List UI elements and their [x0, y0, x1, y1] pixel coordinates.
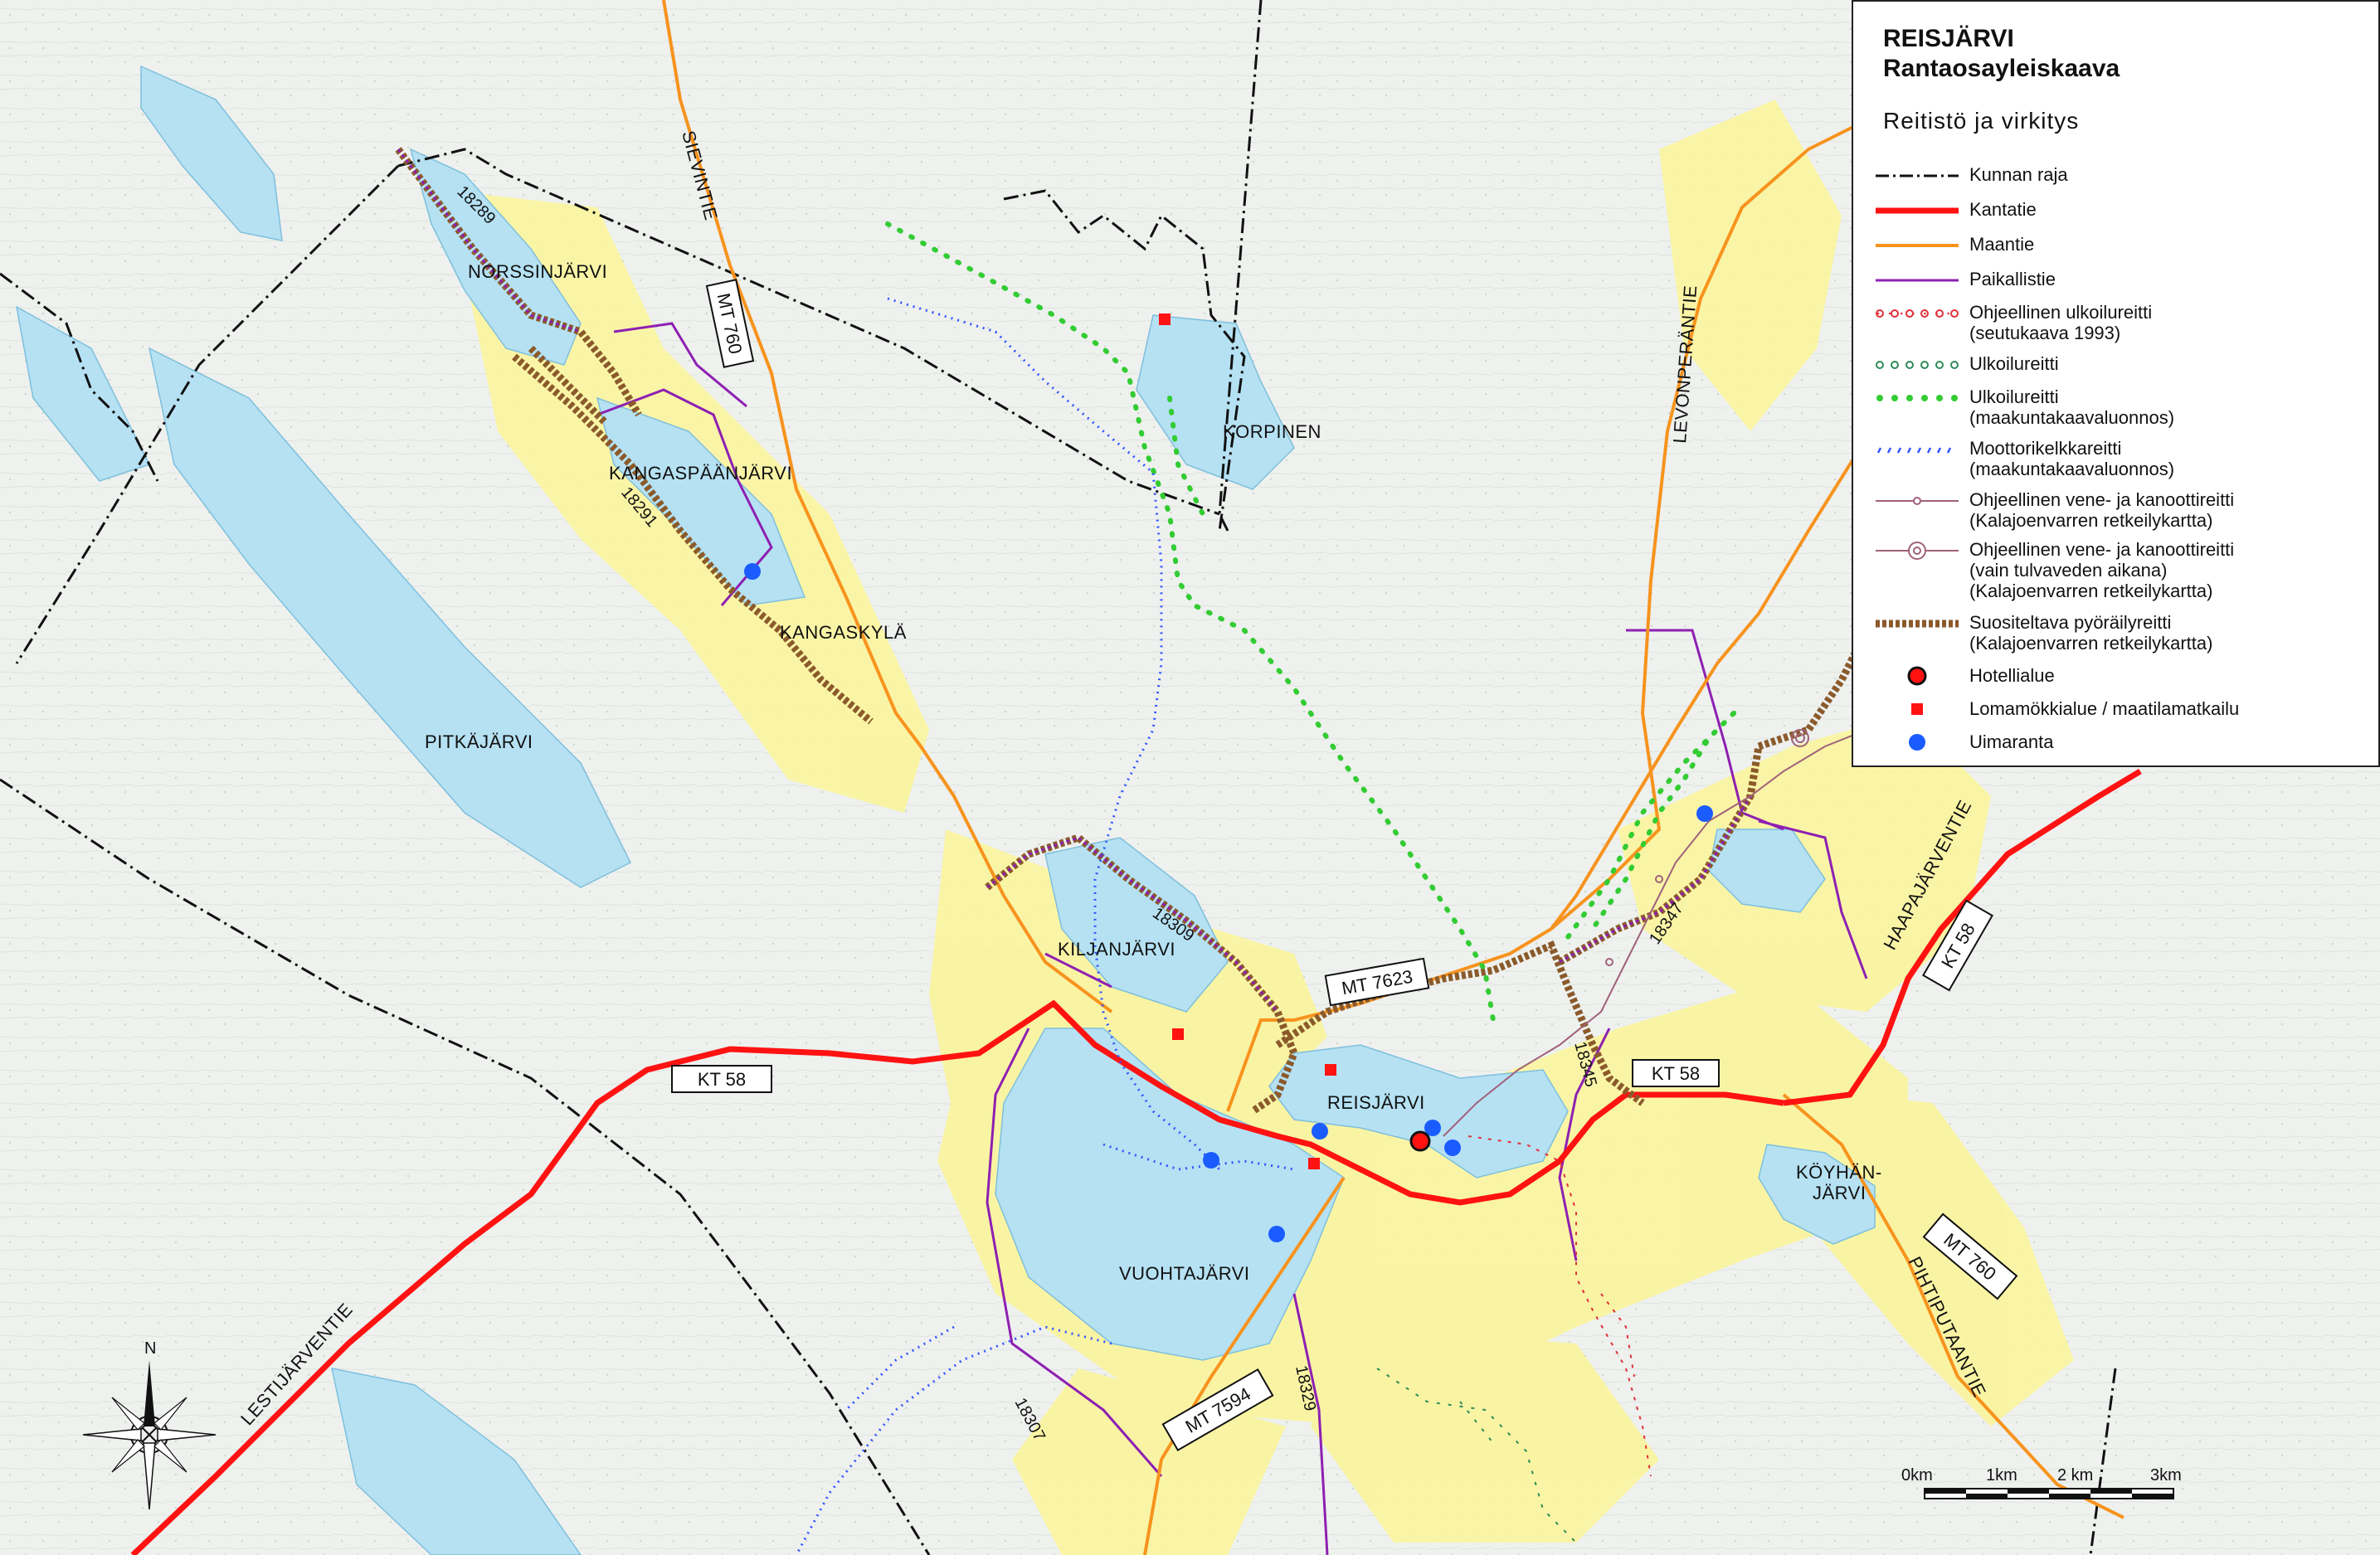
lake-norssinjarvi: [409, 148, 582, 366]
holiday-cottage-marker: [1172, 1028, 1184, 1040]
scale-label: 2 km: [2057, 1466, 2093, 1485]
lake-west: [15, 305, 151, 482]
beach-markers: [744, 563, 1713, 1242]
municipal-border: [0, 0, 2117, 1555]
beach-marker: [1424, 1120, 1441, 1136]
main-roads: [130, 768, 2142, 1555]
green-dot-route-icon: [1876, 395, 1958, 401]
lake-korpinen: [1136, 314, 1295, 490]
holiday-cottage-icon: [1911, 703, 1923, 715]
green-circle-routes: [1376, 1368, 1577, 1543]
green-circle-route-icon: [1876, 361, 1959, 369]
place-label: NORSSINJÄRVI: [468, 261, 607, 282]
canoe-route-icon: [1876, 497, 1959, 505]
place-label: PITKÄJÄRVI: [425, 731, 533, 752]
local-road-icon: [1876, 279, 1959, 282]
lake-kangaspaanjarvi: [596, 396, 806, 606]
flood-canoe-route-icon: [1876, 542, 1959, 560]
road-shield: MT 7623: [1324, 957, 1430, 1007]
hotel-markers: [1409, 1130, 1431, 1152]
regional-road-icon: [1876, 244, 1959, 247]
road-shield: MT 760: [705, 279, 755, 368]
beach-marker: [1312, 1123, 1328, 1140]
beach-marker: [1268, 1226, 1285, 1242]
municipal-border-icon: [1876, 174, 1959, 177]
place-label: JÄRVI: [1813, 1183, 1866, 1203]
snowmobile-route-icon: [1876, 447, 1952, 454]
green-outdoor-routes: [885, 221, 1736, 1023]
scale-label: 1km: [1986, 1466, 2017, 1485]
road-shield: KT 58: [671, 1065, 772, 1093]
hotel-area-icon: [1907, 666, 1927, 686]
lake-nw: [140, 65, 283, 241]
legend-title-line2: Rantaosayleiskaava: [1883, 55, 2120, 82]
beach-icon: [1909, 734, 1925, 751]
place-label: KILJANJÄRVI: [1058, 939, 1175, 960]
main-road-icon: [1876, 207, 1959, 214]
lake-reisjarvi: [1268, 1044, 1569, 1178]
local-road-overlay: [397, 148, 1752, 1013]
red-circle-routes: [1467, 1135, 1652, 1477]
place-label: KANGASKYLÄ: [780, 622, 907, 643]
local-roads: [596, 322, 1868, 1555]
road-shield: KT 58: [1632, 1059, 1720, 1087]
canoe-routes: [1443, 729, 1908, 1137]
place-label: KORPINEN: [1223, 421, 1321, 442]
holiday-cottage-marker: [1159, 313, 1171, 325]
scale-bar: 0km 1km 2 km 3km: [1901, 1466, 2182, 1499]
scale-label: 3km: [2150, 1466, 2182, 1485]
place-label: VUOHTAJÄRVI: [1119, 1263, 1250, 1284]
lake-koyhanjarvi: [1758, 1144, 1876, 1245]
regional-roads: [662, 0, 2124, 1555]
holiday-cottage-markers: [1159, 313, 1336, 1169]
place-label: KÖYHÄN-: [1796, 1162, 1882, 1183]
lake-kiljanjarvi: [1044, 837, 1229, 1013]
beach-marker: [744, 563, 761, 580]
hotel-marker: [1409, 1130, 1431, 1152]
beach-marker: [1444, 1140, 1461, 1156]
cycling-route-icon: [1876, 620, 1959, 628]
lakes: [15, 65, 1876, 1555]
holiday-cottage-marker: [1308, 1158, 1320, 1169]
svg-text:KT 58: KT 58: [698, 1069, 746, 1090]
holiday-cottage-marker: [1325, 1064, 1336, 1076]
red-circle-route-icon: [1876, 309, 1959, 318]
scale-label: 0km: [1901, 1466, 1933, 1485]
lake-sw: [331, 1368, 582, 1555]
place-label: REISJÄRVI: [1327, 1092, 1425, 1113]
legend-panel: REISJÄRVI Rantaosayleiskaava Reitistö ja…: [1852, 0, 2380, 767]
svg-text:KT 58: KT 58: [1652, 1063, 1700, 1084]
snowmobile-routes: [795, 297, 1295, 1555]
place-label: KANGASPÄÄNJÄRVI: [609, 463, 792, 484]
beach-marker: [1696, 805, 1713, 822]
beach-marker: [1203, 1152, 1219, 1169]
lake-pitkajarvi: [148, 347, 632, 888]
compass-rose-icon: N: [82, 1339, 217, 1510]
legend-title: REISJÄRVI: [1883, 25, 2014, 52]
legend-subtitle: Reitistö ja virkitys: [1883, 108, 2080, 134]
compass-north-label: N: [144, 1339, 156, 1358]
